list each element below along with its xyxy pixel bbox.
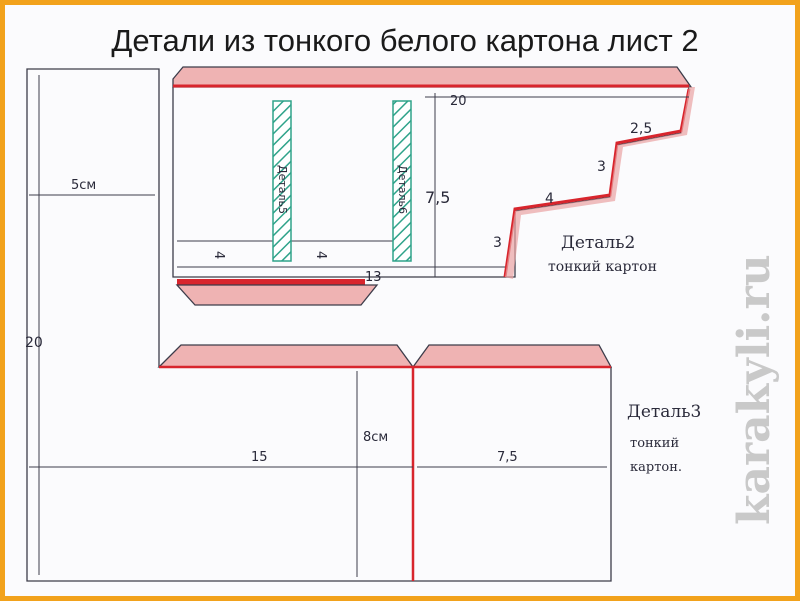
- detail-strips: Деталь5 Деталь6: [272, 100, 412, 262]
- dim-bottom: 13: [365, 270, 382, 285]
- dim-height: 7,5: [425, 188, 450, 207]
- dim-step-low: 4: [545, 191, 554, 207]
- page-title: Детали из тонкого белого картона лист 2: [111, 23, 699, 58]
- detail3-tab-left: [157, 344, 415, 368]
- pattern-drawing: 20 7,5 13 2,5 3 4 3 4 4 Деталь2 тонкий к…: [25, 66, 780, 582]
- detail2-label: Деталь2: [561, 233, 635, 253]
- dim-step-left: 3: [493, 235, 502, 251]
- detail3-label-material1: тонкий: [630, 436, 679, 451]
- dim-width: 20: [450, 94, 467, 109]
- strip-5-label: Деталь5: [276, 165, 289, 214]
- detail-3: 20 5см 15 8см 7,5 Деталь3 тонкий картон.: [25, 68, 701, 582]
- dim-width3: 15: [251, 450, 268, 465]
- watermark: karakyli.ru: [729, 254, 780, 525]
- strip-6-label: Деталь6: [396, 165, 409, 214]
- detail2-label-material: тонкий картон: [548, 259, 657, 275]
- dim-tab: 5см: [71, 178, 96, 193]
- strip-6: [392, 100, 412, 262]
- dim-mid-height: 8см: [363, 430, 388, 445]
- detail3-outline: [26, 68, 612, 582]
- strip-5: [272, 100, 292, 262]
- dim-left-height: 20: [25, 335, 43, 351]
- detail3-label: Деталь3: [627, 402, 701, 422]
- detail3-label-material2: картон.: [630, 460, 682, 475]
- detail2-bottom-tab: [175, 284, 379, 306]
- detail2-fold-steps: [503, 88, 691, 278]
- detail3-tab-right: [411, 344, 613, 368]
- dim-step-top: 2,5: [630, 121, 652, 137]
- detail2-top-flap: [172, 66, 693, 88]
- dim-right: 7,5: [497, 450, 518, 465]
- detail2-bottom-flap: [177, 279, 365, 285]
- dim-gap-mid: 4: [313, 251, 328, 259]
- detail-2: 20 7,5 13 2,5 3 4 3 4 4 Деталь2 тонкий к…: [172, 66, 695, 306]
- dim-step-mid: 3: [597, 159, 606, 175]
- dim-gap-left: 4: [211, 251, 226, 259]
